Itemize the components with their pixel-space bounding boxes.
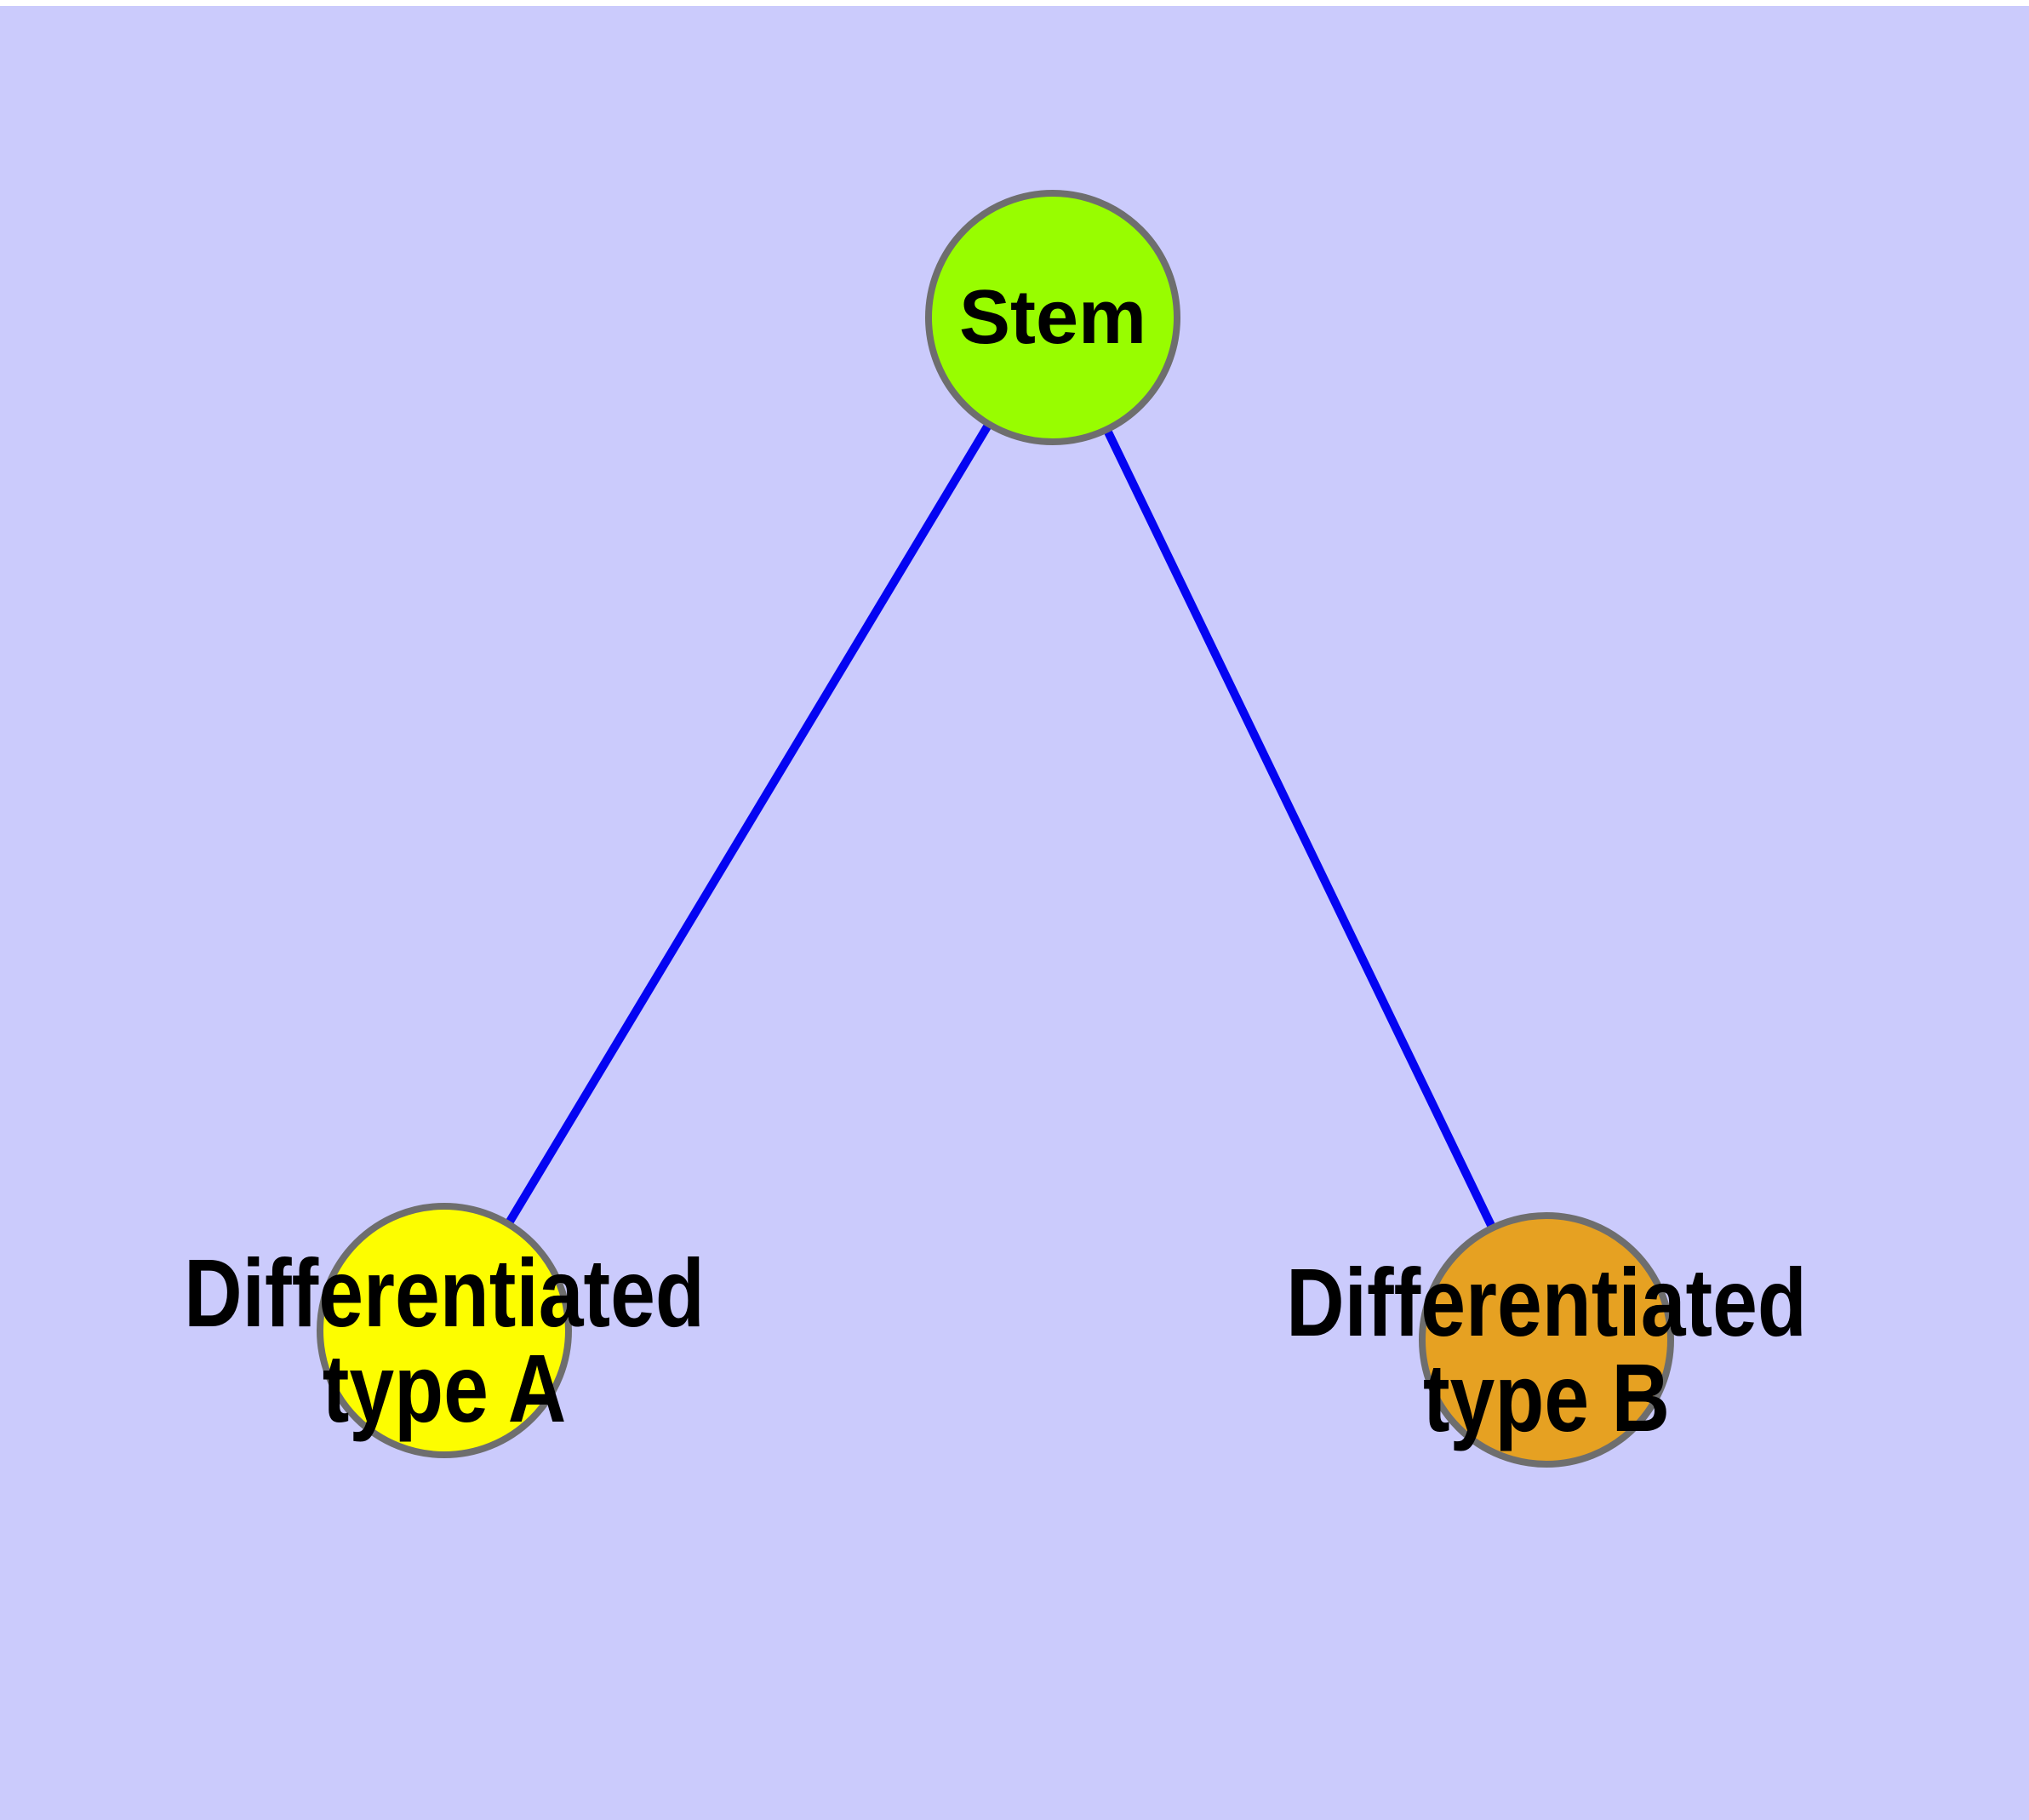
node-differentiated-type-b-label-line-1: Differentiated [1286,1249,1807,1356]
node-differentiated-type-a-label-line-2: type A [322,1335,567,1442]
edge-stem-to-differentiated-type-b [1049,315,1551,1342]
node-differentiated-type-b-label-line-2: type B [1422,1344,1671,1451]
node-stem: Stem [925,190,1180,445]
node-differentiated-type-a [317,1203,572,1458]
top-white-margin [0,0,2029,6]
node-differentiated-type-a-label: Differentiated type A [123,1239,766,1442]
node-stem-label: Stem [958,275,1147,360]
node-differentiated-type-b [1419,1212,1674,1468]
edge-stem-to-differentiated-type-a [440,315,1057,1333]
node-differentiated-type-b-label: Differentiated type B [1225,1249,1868,1451]
node-differentiated-type-a-label-line-1: Differentiated [184,1239,705,1347]
